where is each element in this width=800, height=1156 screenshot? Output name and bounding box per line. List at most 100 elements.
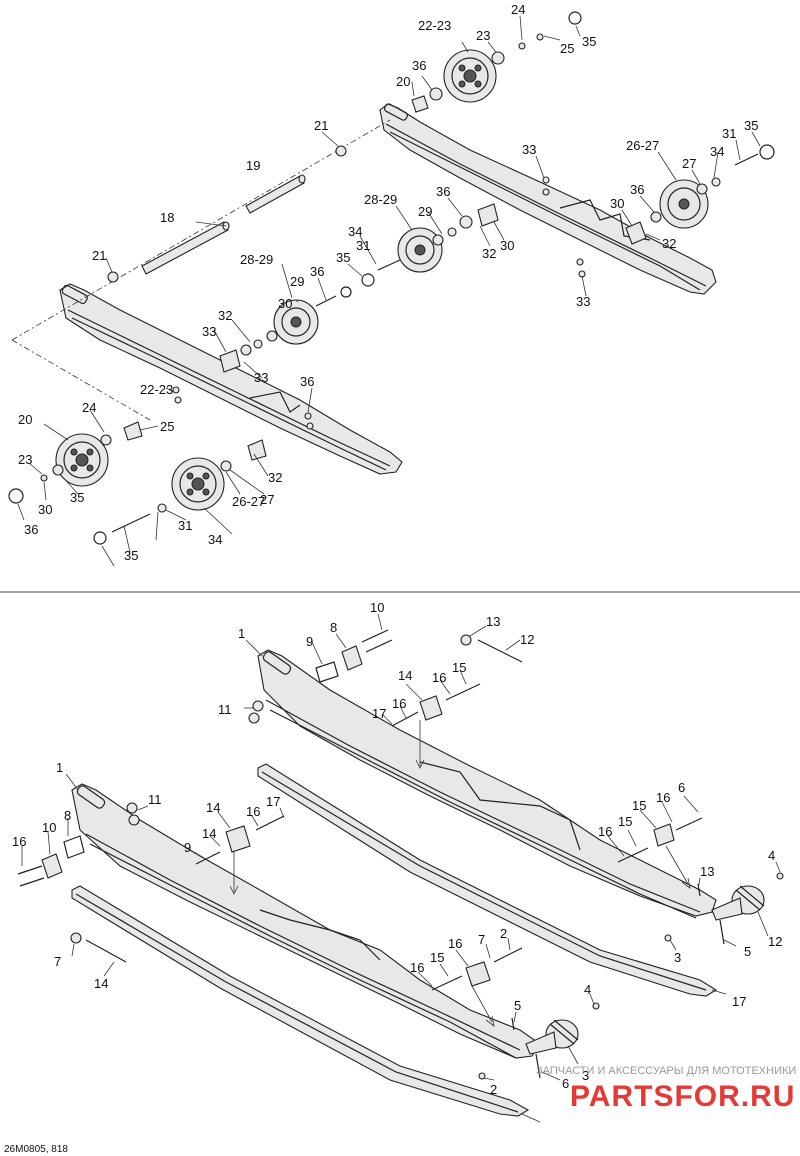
callout-22-23: 20: [18, 412, 32, 427]
wheel-22-23-top: [443, 49, 497, 103]
callout-8: 10: [42, 820, 56, 835]
callout-35: 35: [336, 250, 350, 265]
callout-17: 17: [372, 706, 386, 721]
callout-15: 15: [452, 660, 466, 675]
callout-34: 34: [710, 144, 724, 159]
callout-21: 21: [314, 118, 328, 133]
callout-36: 36: [412, 58, 426, 73]
callout-35: 36: [24, 522, 38, 537]
callout-29: 29: [418, 204, 432, 219]
callout-30: 30: [610, 196, 624, 211]
callout-31: 31: [356, 238, 370, 253]
callout-23: 35: [70, 490, 84, 505]
callout-31: 35: [124, 548, 138, 563]
callout-32: 32: [662, 236, 676, 251]
callout-36: 36: [630, 182, 644, 197]
callout-17: 16: [410, 960, 424, 975]
callout-5: 12: [768, 934, 782, 949]
callout-14: 14: [206, 800, 220, 815]
callout-18: 18: [160, 210, 174, 225]
callout-30: 32: [268, 470, 282, 485]
callout-28-29: 28-29: [364, 192, 397, 207]
callout-30: 30: [500, 238, 514, 253]
callout-35: 35: [582, 34, 596, 49]
rail-left-top: [59, 283, 403, 475]
callout-2: 17: [732, 994, 746, 1009]
watermark-caption: ЗАПЧАСТИ И АКСЕССУАРЫ ДЛЯ МОТОТЕХНИКИ: [536, 1065, 796, 1077]
callout-14: 15: [632, 798, 646, 813]
callout-15: 9: [184, 840, 191, 855]
callout-16: 7: [478, 932, 485, 947]
wheel-26-27-bottom: [171, 457, 225, 511]
blocks-14: [225, 695, 675, 987]
callout-33: 36: [300, 374, 314, 389]
callout-27: 27: [682, 156, 696, 171]
bumper-right: [711, 885, 765, 921]
assembly-arrows: [229, 720, 691, 1027]
callout-10: 10: [370, 600, 384, 615]
callout-31: 36: [310, 264, 324, 279]
callout-32: 33: [254, 370, 268, 385]
callout-34: 29: [290, 274, 304, 289]
callout-13: 7: [54, 954, 61, 969]
callout-1: 1: [56, 760, 63, 775]
axis-line-top: [11, 119, 391, 341]
callout-4: 13: [700, 864, 714, 879]
callout-33: 33: [576, 294, 590, 309]
callout-11: 11: [218, 702, 232, 717]
watermark-brand: PARTSFOR.RU: [570, 1080, 795, 1113]
rail-right-top: [379, 103, 717, 295]
slide-right: [257, 763, 718, 997]
callout-3: 5: [744, 944, 751, 959]
callout-12: 12: [520, 632, 534, 647]
slide-left: [71, 885, 530, 1117]
callout-16: 16: [246, 804, 260, 819]
callout-15: 2: [500, 926, 507, 941]
callout-26-27: 34: [208, 532, 222, 547]
callout-1: 1: [238, 626, 245, 641]
diagram-code: 26M0805, 818: [4, 1144, 68, 1155]
callout-17: 17: [266, 794, 280, 809]
callout-32: 27: [260, 492, 274, 507]
callout-24: 23: [18, 452, 32, 467]
callout-20: 25: [160, 419, 174, 434]
bottom-assembly: 10 1 9 8 13 12 14 16 15 11 17 16 1 11 14…: [12, 600, 784, 1123]
callout-16: 15: [618, 814, 632, 829]
callout-11: 11: [148, 792, 162, 807]
callout-16: 16: [656, 790, 670, 805]
callout-12: 14: [94, 976, 108, 991]
bumper-left: [525, 1019, 579, 1055]
rail-left-bottom: [71, 783, 541, 1059]
callout-36: 32: [218, 308, 232, 323]
leaders-top: [17, 15, 761, 567]
callout-3: 6: [562, 1076, 569, 1091]
callout-6: 4: [768, 848, 775, 863]
callout-26-27: 26-27: [626, 138, 659, 153]
callout-16: 16: [432, 670, 446, 685]
callout-7: 4: [584, 982, 591, 997]
rail-right-bottom: [257, 649, 717, 919]
callout-36: 26-27: [232, 494, 265, 509]
callout-8: 8: [330, 620, 337, 635]
callout-30: 33: [202, 324, 216, 339]
shaft-19: [245, 174, 306, 214]
callout-36: 36: [436, 184, 450, 199]
callout-13: 13: [486, 614, 500, 629]
callout-33: 22-23: [140, 382, 173, 397]
leaders-bottom: [21, 613, 781, 1123]
callout-19: 19: [246, 158, 260, 173]
callout-16: 16: [392, 696, 406, 711]
callout-36: 24: [82, 400, 96, 415]
wheel-22-23-bottom: [55, 433, 109, 487]
callout-9: 9: [306, 634, 313, 649]
callout-21: 21: [92, 248, 106, 263]
callout-25: 25: [560, 41, 574, 56]
callout-29: 30: [278, 296, 292, 311]
callout-23: 23: [476, 28, 490, 43]
watermark: ЗАПЧАСТИ И АКСЕССУАРЫ ДЛЯ МОТОТЕХНИКИ PA…: [536, 1065, 796, 1113]
callout-9: 8: [64, 808, 71, 823]
wheel-28-29-left: [273, 299, 319, 345]
callout-33: 33: [522, 142, 536, 157]
callout-5: 3: [582, 1068, 589, 1083]
